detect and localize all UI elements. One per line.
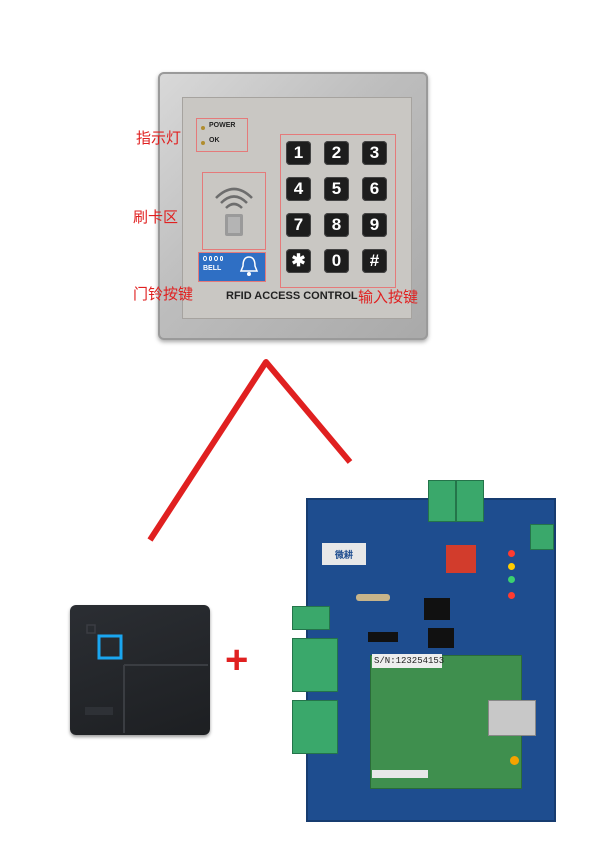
key-4[interactable]: 4 (286, 177, 311, 201)
key-8[interactable]: 8 (324, 213, 349, 237)
ok-led (201, 141, 205, 145)
bell-dots (203, 256, 223, 262)
terminal-block-left-2 (292, 638, 338, 692)
regulator-2 (428, 628, 454, 648)
annotation-doorbell-button: 门铃按键 (133, 286, 194, 303)
ethernet-port (488, 700, 536, 736)
module-barcode-label (372, 770, 428, 778)
ok-label: OK (209, 137, 220, 144)
bell-icon (239, 256, 259, 276)
terminal-block-top-1 (428, 480, 456, 522)
key-5[interactable]: 5 (324, 177, 349, 201)
annotation-input-keys: 输入按键 (358, 289, 419, 306)
terminal-block-left-1 (292, 606, 330, 630)
relay (446, 545, 476, 573)
board-led-green (508, 576, 515, 583)
key-star[interactable]: ✱ (286, 249, 311, 273)
key-6[interactable]: 6 (362, 177, 387, 201)
indicator-box (196, 118, 248, 152)
card-area-box (202, 172, 266, 250)
power-led (201, 126, 205, 130)
bell-label: BELL (203, 265, 222, 272)
keys-box (280, 134, 396, 288)
key-1[interactable]: 1 (286, 141, 311, 165)
key-2[interactable]: 2 (324, 141, 349, 165)
board-led-red-2 (508, 592, 515, 599)
resistor (356, 594, 390, 601)
board-led-red-1 (508, 550, 515, 557)
power-label: POWER (209, 122, 236, 129)
annotation-card-area: 刷卡区 (133, 209, 179, 226)
rfid-access-control-label: RFID ACCESS CONTROL (226, 290, 358, 302)
key-hash[interactable]: # (362, 249, 387, 273)
annotation-indicator-light: 指示灯 (136, 130, 182, 147)
ic-chip (368, 632, 398, 642)
board-led-yellow (508, 563, 515, 570)
card-reader-face (85, 624, 208, 733)
terminal-block-left-3 (292, 700, 338, 754)
keypad-keys: 1 2 3 4 5 6 7 8 9 ✱ 0 # (286, 141, 390, 273)
plus-sign: + (225, 638, 249, 682)
key-7[interactable]: 7 (286, 213, 311, 237)
key-3[interactable]: 3 (362, 141, 387, 165)
key-0[interactable]: 0 (324, 249, 349, 273)
serial-number-label: S/N:123254153 (372, 654, 445, 668)
board-brand-label: 微耕 (322, 543, 366, 565)
rfid-wave-icon (215, 187, 253, 236)
terminal-block-right (530, 524, 554, 550)
regulator-1 (424, 598, 450, 620)
key-9[interactable]: 9 (362, 213, 387, 237)
terminal-block-top-2 (456, 480, 484, 522)
module-led (510, 756, 519, 765)
